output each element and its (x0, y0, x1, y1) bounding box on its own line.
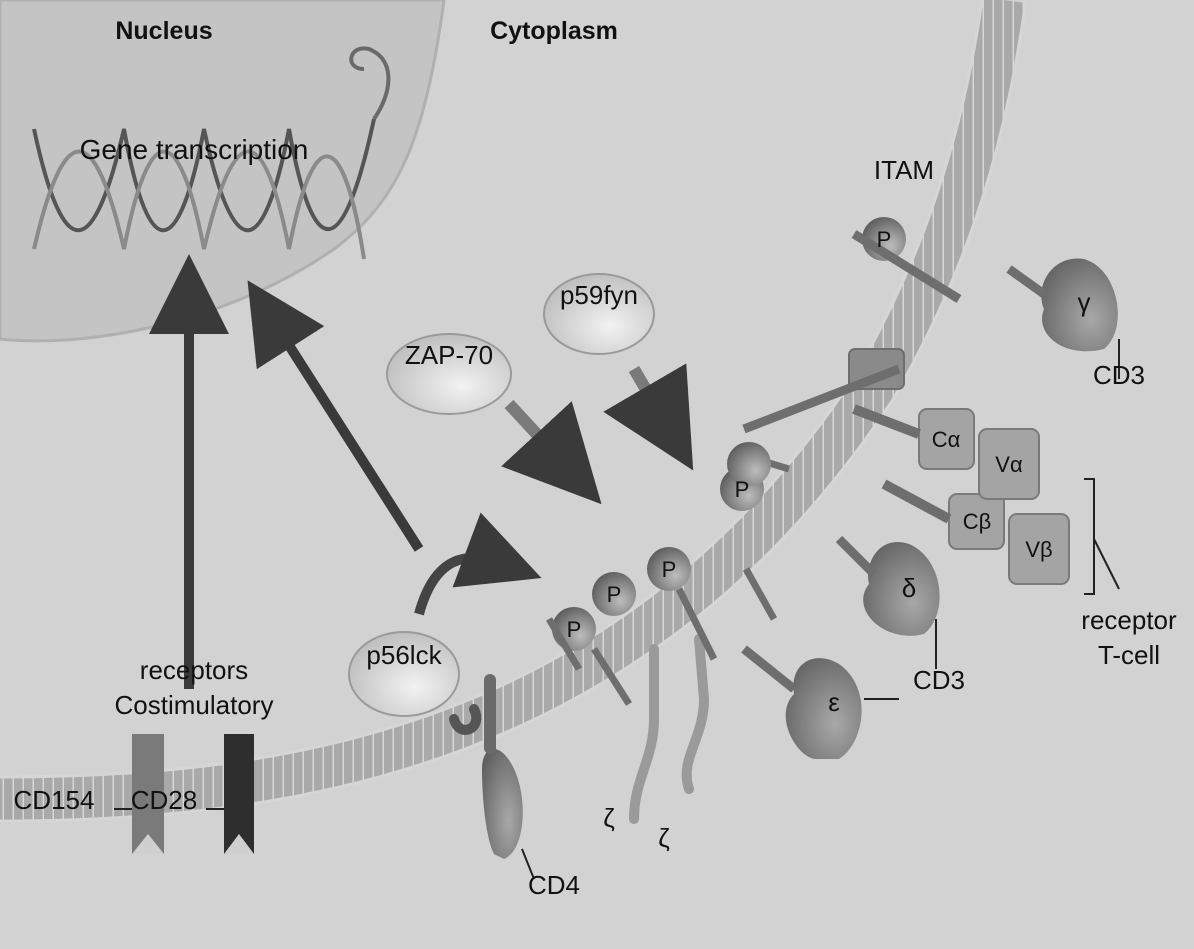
v-alpha-label: Vα (995, 452, 1023, 477)
cd28-receptor (224, 734, 254, 854)
cytoplasm-label: Cytoplasm (490, 17, 618, 45)
itam-label: ITAM (874, 155, 934, 185)
c-alpha-label: Cα (932, 427, 961, 452)
costimulatory-label: Costimulatory (115, 690, 274, 720)
phospho-label-2: P (607, 582, 622, 607)
phospho-label-4: P (735, 477, 750, 502)
cd28-label: CD28 (131, 785, 197, 815)
p56lck-label: p56lck (366, 640, 442, 670)
cd3-epsilon-cd3-label: CD3 (913, 665, 965, 695)
nucleus-label: Nucleus (115, 17, 212, 45)
zeta-label-1: ζ (658, 823, 669, 853)
cd3-gamma-cd3-label: CD3 (1093, 360, 1145, 390)
phospho-label-3: P (662, 557, 677, 582)
delta-label: δ (902, 573, 916, 603)
zeta-label-2: ζ (603, 803, 614, 833)
tcell-receptor-label: receptor (1081, 605, 1177, 635)
v-beta-label: Vβ (1025, 537, 1052, 562)
c-beta-label: Cβ (963, 509, 992, 534)
receptors-label: receptors (140, 655, 248, 685)
gene-transcription-label: Gene transcription (80, 134, 309, 165)
phospho-label-itam: P (877, 227, 892, 252)
cd154-label: CD154 (14, 785, 95, 815)
tcell-label: T-cell (1098, 640, 1160, 670)
p59fyn-label: p59fyn (560, 280, 638, 310)
zap70-label: ZAP-70 (405, 340, 493, 370)
cd4-label: CD4 (528, 870, 580, 900)
epsilon-label: ε (828, 687, 840, 717)
gamma-label: γ (1078, 287, 1091, 317)
phospho-label-1: P (567, 617, 582, 642)
